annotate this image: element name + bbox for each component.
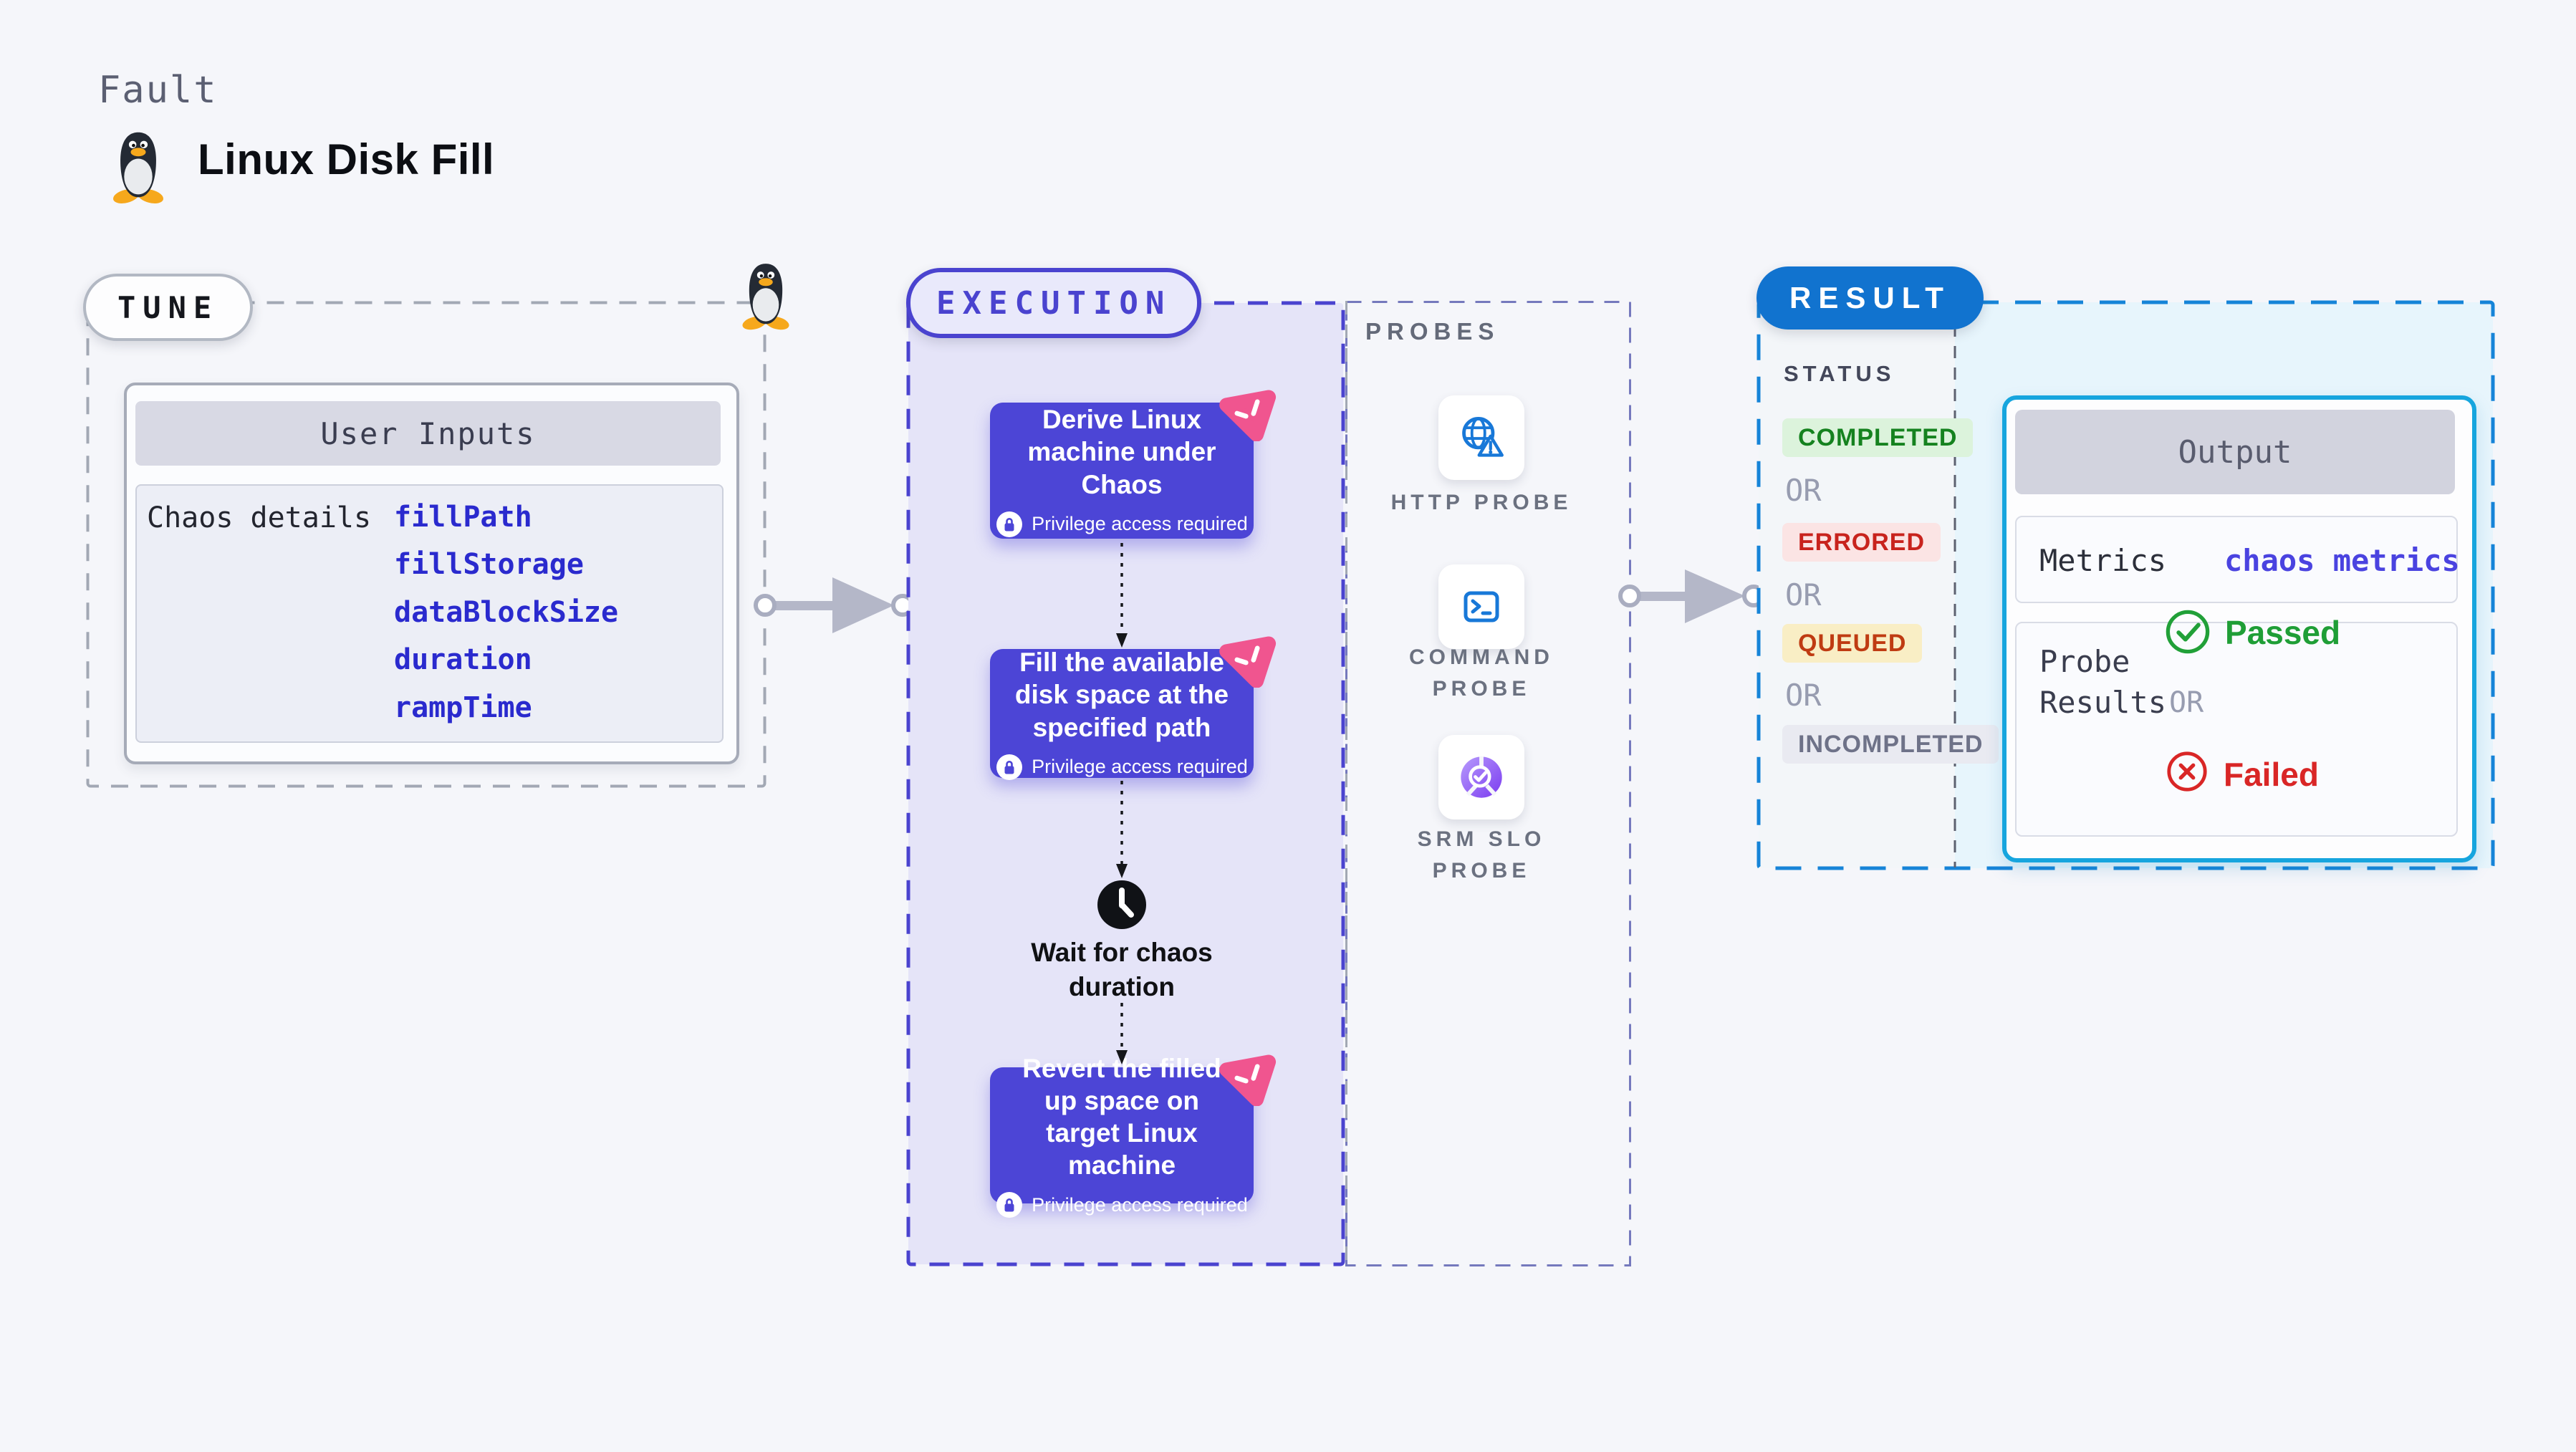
step-title: Derive Linux machine under Chaos <box>1027 405 1216 499</box>
user-inputs-body <box>135 484 724 743</box>
result-pill: RESULT <box>1756 266 1984 330</box>
globe-alert-icon <box>1462 417 1504 457</box>
status-badge-incompleted: INCOMPLETED <box>1782 725 1999 764</box>
step-title: Fill the available disk space at the spe… <box>1014 648 1229 742</box>
param-ramptime: rampTime <box>394 691 532 724</box>
privilege-badge: Privilege access required <box>996 754 1248 781</box>
fault-eyebrow-label: Fault <box>98 69 218 112</box>
probe-results-row <box>2015 622 2458 837</box>
status-heading: STATUS <box>1784 361 1895 386</box>
failed-label: Failed <box>2224 756 2319 793</box>
output-title: Output <box>2015 410 2455 494</box>
step-card-derive: Derive Linux machine under Chaos Privile… <box>990 403 1254 539</box>
flow-connector <box>1116 781 1128 878</box>
or-label: OR <box>2169 686 2204 719</box>
privilege-badge: Privilege access required <box>996 511 1248 538</box>
flow-connector <box>1116 543 1128 648</box>
step-title: Revert the filled up space on target Lin… <box>1022 1053 1221 1181</box>
srm-slo-probe-label: SRM SLO PROBE <box>1417 827 1546 883</box>
lock-icon <box>996 511 1023 537</box>
wait-step-label: Wait for chaos duration <box>1031 938 1213 1002</box>
passed-label: Passed <box>2225 614 2341 651</box>
chaos-details-label: Chaos details <box>147 501 372 534</box>
page-title: Linux Disk Fill <box>198 135 495 183</box>
check-circle-icon <box>2166 610 2210 654</box>
command-probe-card <box>1438 564 1524 649</box>
lock-icon <box>996 754 1023 780</box>
step-card-revert: Revert the filled up space on target Lin… <box>990 1054 1254 1218</box>
srm-slo-probe-card <box>1438 735 1524 819</box>
command-probe-label: COMMAND PROBE <box>1409 645 1554 701</box>
probe-results-label: Probe Results <box>2039 644 2167 720</box>
probes-heading: PROBES <box>1365 318 1500 345</box>
param-duration: duration <box>394 643 532 676</box>
status-badge-completed: COMPLETED <box>1782 418 1974 457</box>
chaos-scenario-icon <box>1219 1054 1277 1106</box>
step-card-fill: Fill the available disk space at the spe… <box>990 648 1254 781</box>
arrow-right-icon <box>754 577 914 633</box>
privilege-label: Privilege access required <box>1032 1193 1248 1216</box>
param-fillpath: fillPath <box>394 501 532 534</box>
chaos-metrics-link[interactable]: chaos metrics <box>2224 543 2460 578</box>
execution-pill: EXECUTION <box>906 268 1202 338</box>
privilege-label: Privilege access required <box>1032 756 1248 778</box>
status-badge-queued: QUEUED <box>1782 624 1923 663</box>
http-probe-label: HTTP PROBE <box>1390 491 1572 514</box>
user-inputs-title: User Inputs <box>135 401 721 466</box>
slo-donut-icon <box>1461 756 1502 798</box>
privilege-label: Privilege access required <box>1032 513 1248 535</box>
param-datablocksize: dataBlockSize <box>394 596 619 629</box>
metrics-row <box>2015 516 2458 603</box>
privilege-badge: Privilege access required <box>996 1191 1248 1218</box>
terminal-icon <box>1464 591 1499 622</box>
or-label: OR <box>1785 577 1822 612</box>
or-label: OR <box>1785 678 1822 713</box>
chaos-scenario-icon <box>1219 390 1277 441</box>
metrics-label: Metrics <box>2039 543 2167 578</box>
clock-icon <box>1097 880 1146 929</box>
probes-frame <box>1345 301 1631 1266</box>
arrow-right-icon <box>1618 569 1765 623</box>
status-badge-errored: ERRORED <box>1782 523 1941 562</box>
http-probe-card <box>1438 395 1524 480</box>
flow-connector <box>1116 1003 1128 1064</box>
tux-icon <box>742 264 789 330</box>
lock-icon <box>996 1192 1023 1218</box>
param-fillstorage: fillStorage <box>394 548 584 581</box>
tune-frame <box>86 301 766 788</box>
tune-pill: TUNE <box>83 274 254 341</box>
chaos-scenario-icon <box>1219 636 1277 688</box>
x-circle-icon <box>2167 751 2207 792</box>
or-label: OR <box>1785 473 1822 508</box>
tux-icon <box>112 132 164 203</box>
